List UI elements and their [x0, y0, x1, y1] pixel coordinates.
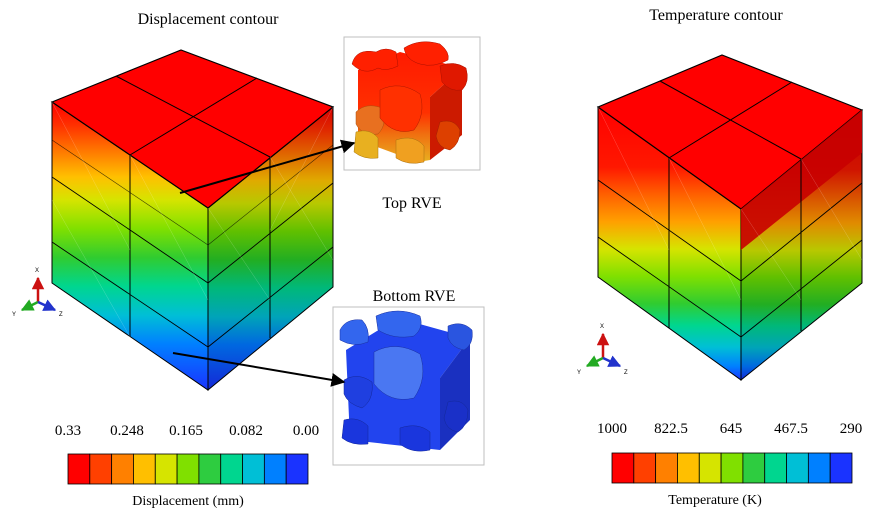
displacement-legend-tick: 0.248	[110, 423, 144, 439]
displacement-legend-swatch	[242, 453, 265, 485]
temperature-legend-tick: 290	[840, 421, 863, 437]
temperature-legend-swatch	[807, 452, 831, 484]
x-axis-label: X	[35, 268, 39, 274]
displacement-legend-swatch	[263, 453, 287, 485]
bottom-rve-label: Bottom RVE	[373, 288, 456, 305]
z-axis-label: Z	[59, 312, 63, 318]
displacement-legend-swatch	[220, 453, 243, 485]
displacement-cube	[50, 49, 335, 392]
bottom-rve-image	[332, 306, 485, 466]
temperature-legend-title: Temperature (K)	[668, 493, 762, 508]
displacement-legend-tick: 0.082	[229, 423, 263, 439]
x-axis-label: X	[600, 324, 604, 330]
top-rve-label: Top RVE	[382, 195, 441, 212]
y-axis-icon	[20, 299, 39, 312]
temperature-legend-swatch	[655, 452, 678, 484]
displacement-legend-title: Displacement (mm)	[132, 494, 244, 509]
z-axis-icon	[37, 299, 57, 312]
temperature-legend-swatch	[720, 452, 744, 484]
temperature-cube	[596, 54, 864, 382]
temperature-legend-swatch	[829, 452, 853, 484]
temperature-legend-tick: 1000	[597, 421, 627, 437]
y-axis-icon	[585, 355, 604, 368]
displacement-legend-swatch	[154, 453, 178, 485]
top-rve-image	[343, 36, 481, 171]
temperature-legend-swatch	[633, 452, 657, 484]
top-rve-arrow	[179, 139, 356, 194]
displacement-legend-swatch	[111, 453, 134, 485]
temperature-legend-swatch	[677, 452, 700, 484]
y-axis-label: Y	[577, 370, 581, 376]
displacement-legend: 0.33 0.248 0.165 0.082 0.00 Displacement (mm…	[55, 423, 319, 509]
temperature-legend-swatch	[786, 452, 809, 484]
temperature-legend-swatch	[764, 452, 787, 484]
displacement-legend-swatch	[67, 453, 91, 485]
y-axis-label: Y	[12, 312, 16, 318]
temperature-legend-tick: 822.5	[654, 421, 688, 437]
z-axis-label: Z	[624, 370, 628, 376]
displacement-legend-swatch	[285, 453, 309, 485]
z-axis-icon	[602, 355, 622, 368]
temperature-legend-swatch	[742, 452, 766, 484]
displacement-legend-swatch	[89, 453, 113, 485]
temperature-legend-swatch	[698, 452, 722, 484]
displacement-title: Displacement contour	[138, 11, 280, 28]
displacement-legend-tick: 0.33	[55, 423, 81, 439]
temperature-legend: 1000 822.5 645 467.5 290 Temperature (K)	[597, 421, 862, 508]
displacement-legend-tick: 0.00	[293, 423, 319, 439]
left-axis-triad: X Y Z	[12, 268, 63, 318]
temperature-legend-tick: 645	[720, 421, 743, 437]
temperature-legend-swatch	[611, 452, 635, 484]
temperature-legend-tick: 467.5	[774, 421, 808, 437]
temperature-title: Temperature contour	[649, 7, 783, 24]
displacement-legend-swatch	[198, 453, 222, 485]
right-axis-triad: X Y Z	[577, 324, 628, 376]
displacement-legend-swatch	[133, 453, 156, 485]
bottom-rve-arrow	[172, 352, 346, 387]
displacement-legend-swatch	[176, 453, 200, 485]
displacement-legend-tick: 0.165	[169, 423, 203, 439]
